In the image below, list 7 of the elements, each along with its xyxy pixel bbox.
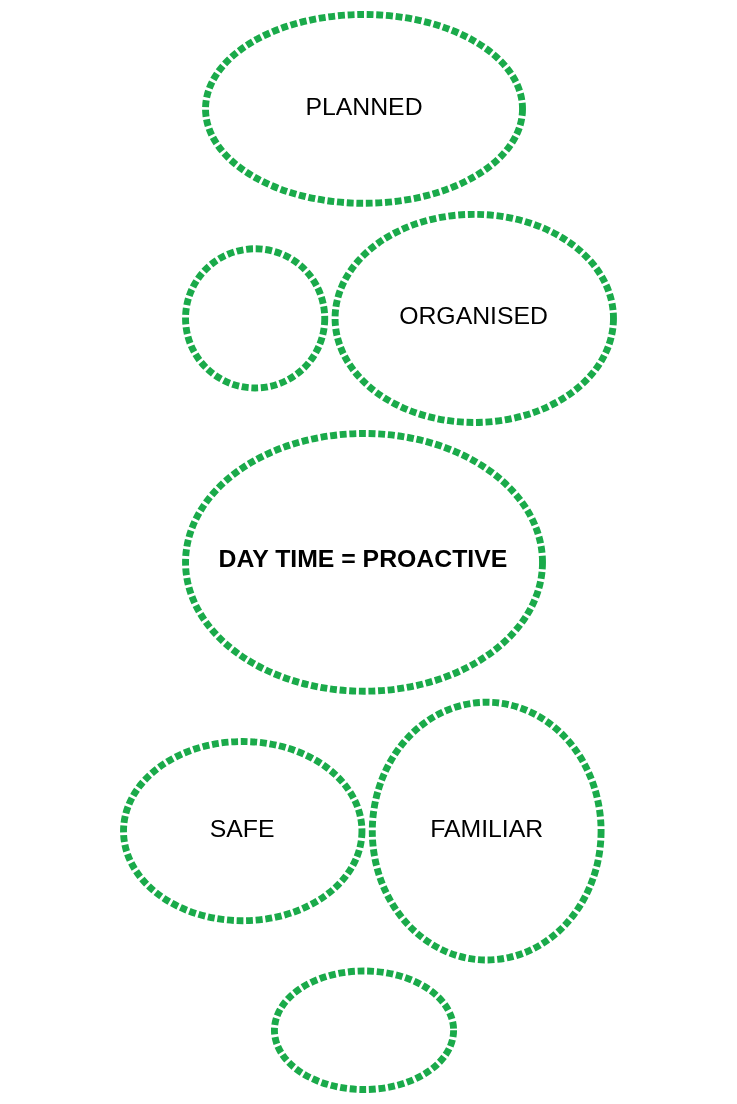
node-ellipse: SAFE [120,738,366,925]
node-ellipse: FAMILIAR [368,698,605,964]
node-ellipse: PLANNED [202,11,526,207]
node-ellipse: ORGANISED [331,210,617,426]
node-circle [182,245,329,392]
node-ellipse: DAY TIME = PROACTIVE [182,430,546,695]
node-ellipse [271,967,458,1093]
